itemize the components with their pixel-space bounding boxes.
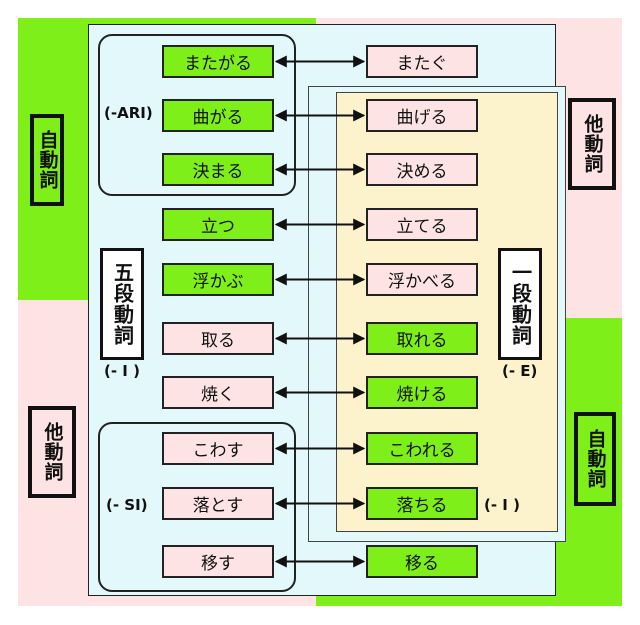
label-top-right-transitive: 他動詞 [568,98,616,190]
verb-right-ukaberu: 浮かべる [366,263,478,296]
verb-left-toru: 取る [162,322,274,355]
label-bottom-left-transitive: 他動詞 [28,406,76,498]
note-e-right: (- E) [502,362,538,380]
note-ari: (-ARI) [104,104,153,122]
verb-right-ochiru: 落ちる [366,487,478,520]
verb-left-kowasu: こわす [162,432,274,465]
verb-right-kimeru: 決める [366,153,478,186]
verb-left-yaku: 焼く [162,376,274,409]
verb-left-matagaru: またがる [162,45,274,78]
verb-left-magaru: 曲がる [162,99,274,132]
verb-right-yakeru: 焼ける [366,376,478,409]
verb-right-mageru: 曲げる [366,99,478,132]
label-ichidan-verbs: 一段動詞 [498,248,542,360]
label-top-left-intransitive: 自動詞 [30,114,64,206]
verb-right-matagu: またぐ [366,45,478,78]
label-godan-verbs: 五段動詞 [100,248,144,360]
verb-left-otosu: 落とす [162,487,274,520]
verb-left-tatsu: 立つ [162,208,274,241]
verb-left-utsusu: 移す [162,545,274,578]
verb-left-kimaru: 決まる [162,153,274,186]
verb-right-utsuru: 移る [366,545,478,578]
note-si: (- SI) [106,496,148,514]
note-i-right: (- I ) [484,496,520,514]
verb-right-tateru: 立てる [366,208,478,241]
label-bottom-right-intransitive: 自動詞 [574,412,616,506]
verb-right-kowareru: こわれる [366,432,478,465]
verb-left-ukabu: 浮かぶ [162,263,274,296]
verb-right-toreru: 取れる [366,322,478,355]
note-i-left: (- I ) [104,362,140,380]
